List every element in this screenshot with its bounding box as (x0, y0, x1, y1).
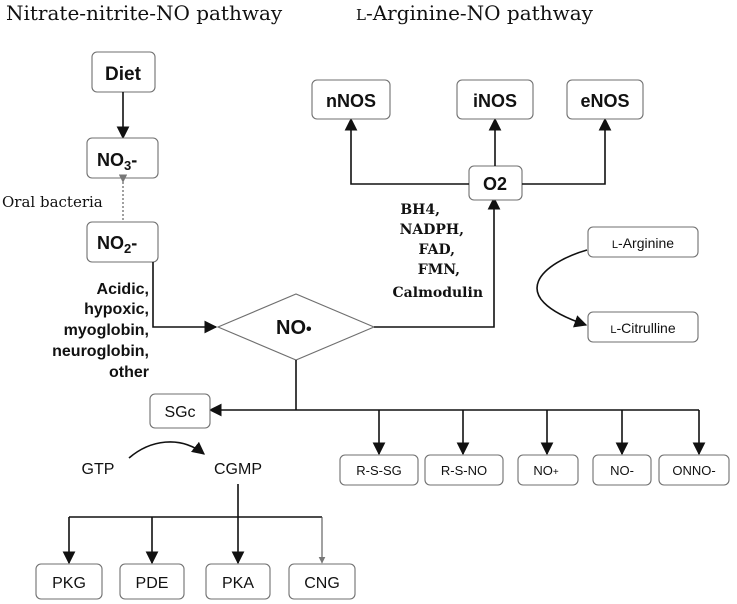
l-citrulline-label: L-Citrulline (610, 320, 675, 336)
onno-label: ONNO- (672, 463, 715, 478)
no2-suffix: - (131, 233, 137, 253)
l-citrulline-box (587, 311, 699, 343)
right-title-rest: -Arginine-NO pathway (366, 1, 594, 25)
rsno-box (424, 454, 504, 486)
no-plus-sup: + (553, 467, 559, 478)
no3-sub: 3 (124, 158, 131, 173)
cofactor-fmn: FMN, (418, 262, 460, 278)
sgc-box (149, 393, 211, 429)
no-minus-label: NO- (610, 463, 634, 478)
condition-acidic: Acidic, (97, 281, 149, 298)
o2-label: O2 (483, 174, 507, 194)
enos-box (566, 79, 644, 120)
condition-neuroglobin: neuroglobin, (52, 343, 149, 360)
rssg-box (339, 454, 419, 486)
curve-gtp-to-cgmp (128, 441, 206, 459)
left-pathway-title: Nitrate-nitrite-NO pathway (6, 1, 283, 25)
pde-label: PDE (136, 575, 169, 592)
no3-suffix: - (131, 150, 137, 170)
condition-myoglobin: myoglobin, (64, 322, 149, 339)
no2-box (86, 221, 159, 263)
right-pathway-title: L-Arginine-NO pathway (356, 1, 594, 25)
cng-box (288, 563, 356, 600)
pka-label: PKA (222, 575, 254, 592)
pde-box (119, 563, 185, 600)
l-citrulline-rest: -Citrulline (617, 320, 676, 336)
arrow-no2-to-no (152, 262, 218, 334)
cofactor-nadph: NADPH, (400, 222, 464, 238)
no-plus-label: NO+ (533, 463, 559, 478)
no-center-dot: • (306, 321, 312, 338)
line-o2-left (344, 117, 469, 185)
rssg-label: R-S-SG (356, 463, 402, 478)
inos-box (456, 79, 534, 120)
pka-box (205, 563, 271, 600)
oral-bacteria-label: Oral bacteria (2, 193, 103, 211)
l-arginine-label: L-Arginine (612, 235, 674, 251)
onno-box (658, 454, 730, 486)
l-arginine-rest: -Arginine (618, 235, 674, 251)
line-o2-right (522, 117, 612, 185)
l-arginine-box (587, 226, 699, 258)
no2-sub: 2 (124, 241, 131, 256)
cng-label: CNG (304, 575, 340, 592)
no3-label: NO3- (97, 150, 137, 173)
pkg-label: PKG (52, 575, 86, 592)
l-citrulline-smallcap: L (610, 324, 616, 336)
no3-main: NO (97, 150, 124, 170)
curve-arginine-to-citrulline (536, 249, 588, 328)
no-minus-box (592, 454, 652, 486)
no-center-main: NO (276, 317, 306, 339)
l-arginine-smallcap: L (612, 239, 618, 251)
enos-label: eNOS (580, 91, 629, 111)
no-plus-box (517, 454, 579, 486)
no2-main: NO (97, 233, 124, 253)
diet-label: Diet (105, 64, 142, 85)
nnos-label: nNOS (326, 91, 376, 111)
pkg-box (35, 563, 103, 600)
gtp-label: GTP (82, 461, 115, 478)
cofactor-bh4: BH4, (400, 202, 440, 218)
nnos-box (311, 79, 391, 120)
inos-label: iNOS (473, 91, 517, 111)
no2-label: NO2- (97, 233, 137, 256)
cofactor-calmodulin: Calmodulin (393, 285, 483, 301)
line-no-to-o2 (374, 196, 501, 328)
cofactor-fad: FAD, (419, 242, 456, 258)
no-plus-main: NO (533, 463, 553, 478)
right-title-smallcap: L (356, 6, 366, 24)
cgmp-label: CGMP (214, 461, 262, 478)
condition-other: other (109, 364, 149, 381)
rsno-label: R-S-NO (441, 463, 487, 478)
sgc-label: SGc (164, 404, 195, 421)
condition-hypoxic: hypoxic, (84, 301, 149, 318)
no-center-label: NO• (276, 317, 312, 339)
